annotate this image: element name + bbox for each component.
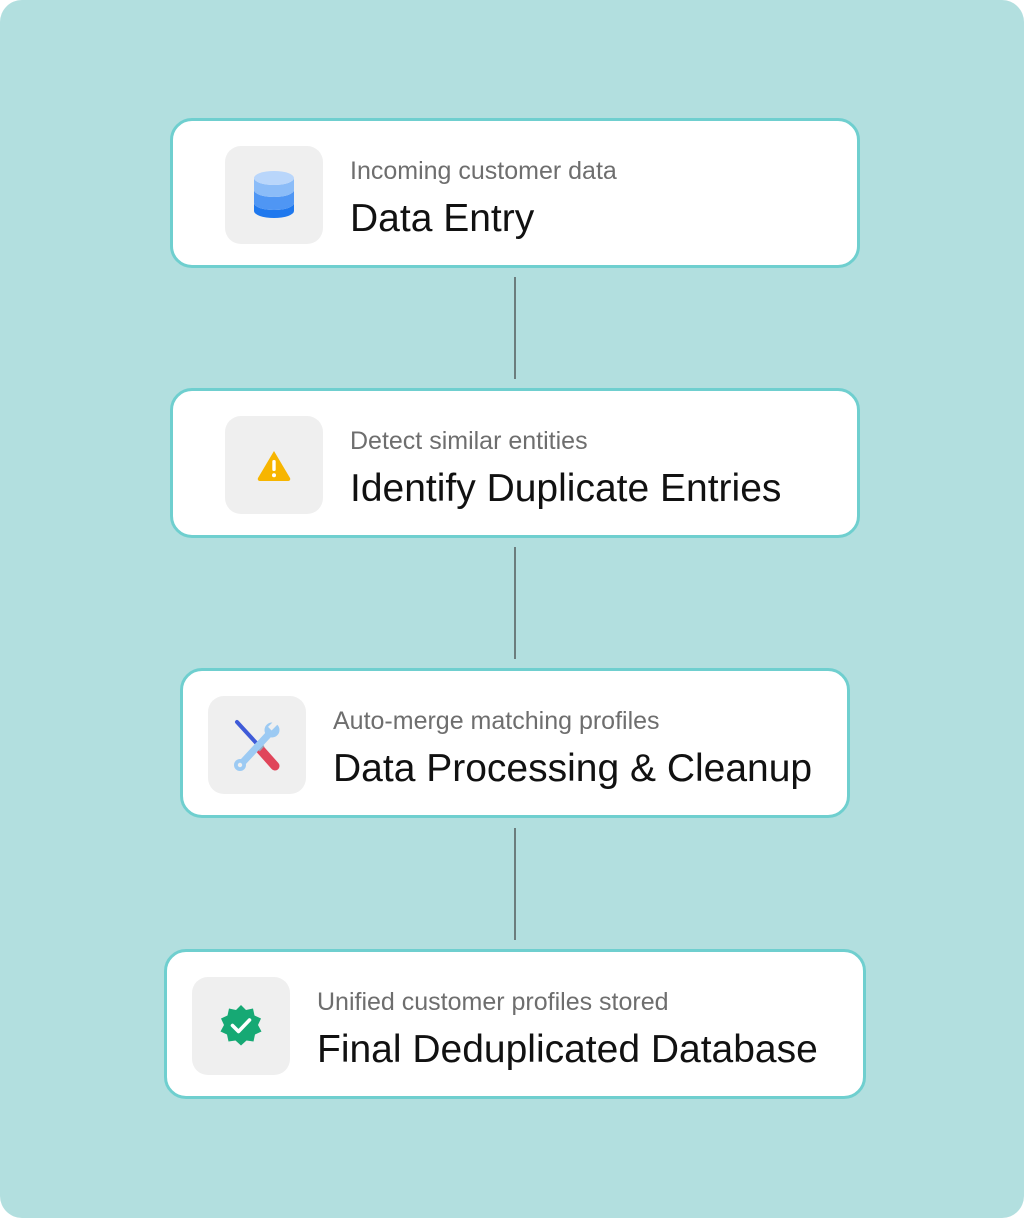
icon-tile	[208, 696, 306, 794]
verified-badge-icon	[220, 1005, 262, 1046]
step-title: Identify Duplicate Entries	[350, 467, 782, 510]
icon-tile	[225, 146, 323, 244]
step-card-identify-duplicates: Detect similar entities Identify Duplica…	[170, 388, 860, 538]
connector-line	[514, 547, 516, 659]
step-title: Final Deduplicated Database	[317, 1028, 818, 1071]
step-subtitle: Incoming customer data	[350, 157, 617, 185]
step-title: Data Processing & Cleanup	[333, 747, 813, 790]
step-subtitle: Unified customer profiles stored	[317, 988, 669, 1016]
connector-line	[514, 828, 516, 940]
warning-icon	[257, 451, 291, 481]
step-subtitle: Detect similar entities	[350, 427, 588, 455]
icon-tile	[225, 416, 323, 514]
connector-line	[514, 277, 516, 379]
step-card-processing-cleanup: Auto-merge matching profiles Data Proces…	[180, 668, 850, 818]
tools-icon	[234, 720, 280, 771]
step-card-data-entry: Incoming customer data Data Entry	[170, 118, 860, 268]
step-title: Data Entry	[350, 197, 535, 240]
icon-tile	[192, 977, 290, 1075]
step-card-final-database: Unified customer profiles stored Final D…	[164, 949, 866, 1099]
step-subtitle: Auto-merge matching profiles	[333, 707, 660, 735]
database-icon	[254, 171, 294, 218]
